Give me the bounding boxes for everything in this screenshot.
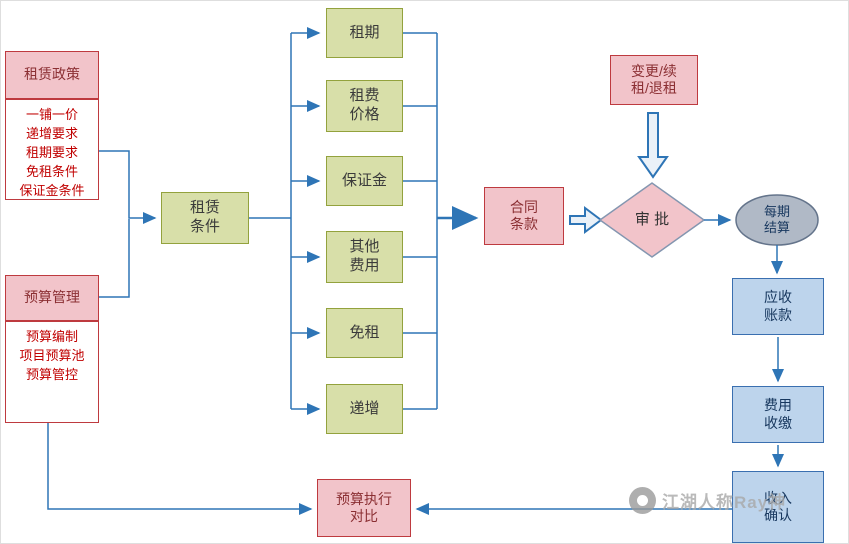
block-arrow-right-icon: [569, 206, 603, 234]
policy-item: 保证金条件: [19, 183, 85, 198]
node-lease-term: 租期: [326, 8, 403, 58]
connector-line: [99, 219, 130, 298]
node-rental-policy: 租赁政策: [5, 51, 99, 99]
watermark-text: 江湖人称Ray神: [662, 493, 787, 512]
connector-line: [47, 423, 313, 515]
budget-item: 项目预算池: [19, 348, 85, 363]
node-change-renew-terminate: 变更/续 租/退租: [610, 55, 698, 105]
budget-item: 预算编制: [25, 329, 78, 344]
node-revenue-recognition: 收入 确认: [732, 471, 824, 543]
node-fee-collection: 费用 收缴: [732, 386, 824, 443]
node-rent-free: 免租: [326, 308, 403, 358]
node-lease-conditions: 租赁 条件: [161, 192, 249, 244]
node-budget-management: 预算管理: [5, 275, 99, 321]
watermark: 江湖人称Ray神: [629, 487, 786, 514]
node-other-fees: 其他 费用: [326, 231, 403, 283]
node-rent-price: 租费 价格: [326, 80, 403, 132]
policy-item: 免租条件: [25, 164, 78, 179]
node-budget-execution-comparison: 预算执行 对比: [317, 479, 411, 537]
node-increment: 递增: [326, 384, 403, 434]
connector-line: [99, 150, 157, 224]
node-contract-terms: 合同 条款: [484, 187, 564, 245]
budget-item: 预算管控: [25, 367, 78, 382]
rental-policy-details: 一铺一价 递增要求 租期要求 免租条件 保证金条件: [5, 99, 99, 200]
node-approval-label: 审 批: [634, 210, 670, 228]
budget-management-details: 预算编制 项目预算池 预算管控: [5, 321, 99, 423]
node-deposit: 保证金: [326, 156, 403, 206]
policy-item: 租期要求: [25, 145, 78, 160]
policy-item: 递增要求: [25, 126, 78, 141]
watermark-logo-icon: [629, 487, 656, 514]
block-arrow-down-icon: [637, 112, 669, 179]
node-accounts-receivable: 应收 账款: [732, 278, 824, 335]
policy-item: 一铺一价: [25, 107, 78, 122]
node-settlement-label: 每期 结算: [763, 203, 790, 235]
